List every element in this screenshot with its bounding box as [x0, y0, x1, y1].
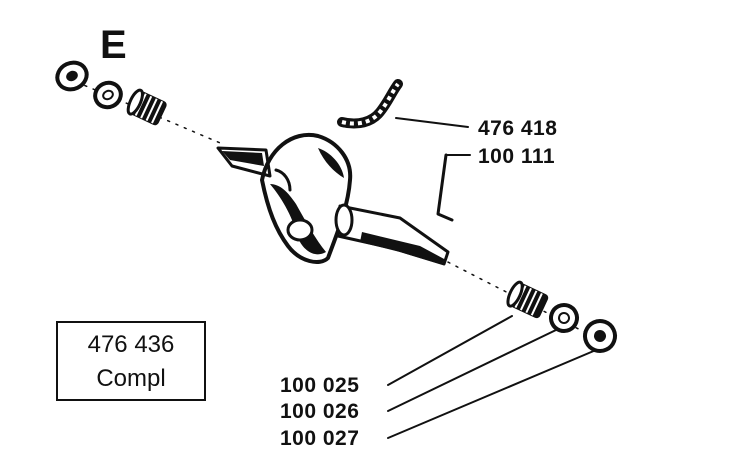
label-100-027: 100 027 — [280, 427, 359, 450]
seal-ring-left — [55, 60, 89, 92]
label-476-418: 476 418 — [478, 117, 557, 140]
section-letter: E — [100, 23, 127, 67]
label-100-111: 100 111 — [478, 145, 555, 168]
needle-bearing-right — [506, 280, 549, 319]
washer-right — [549, 303, 579, 333]
label-100-026: 100 026 — [280, 400, 359, 423]
needle-bearing-cage — [337, 79, 403, 129]
needle-bearing-left — [126, 88, 167, 126]
crankshaft — [216, 132, 450, 266]
washer-left — [93, 80, 123, 110]
label-100-025: 100 025 — [280, 374, 359, 397]
assembly-caption: Compl — [96, 365, 165, 392]
seal-ring-right — [583, 319, 617, 353]
spring-clip — [436, 153, 454, 222]
assembly-part-number: 476 436 — [88, 331, 175, 358]
assembly-box: 476 436 Compl — [56, 321, 206, 401]
leader-lines — [387, 117, 597, 439]
